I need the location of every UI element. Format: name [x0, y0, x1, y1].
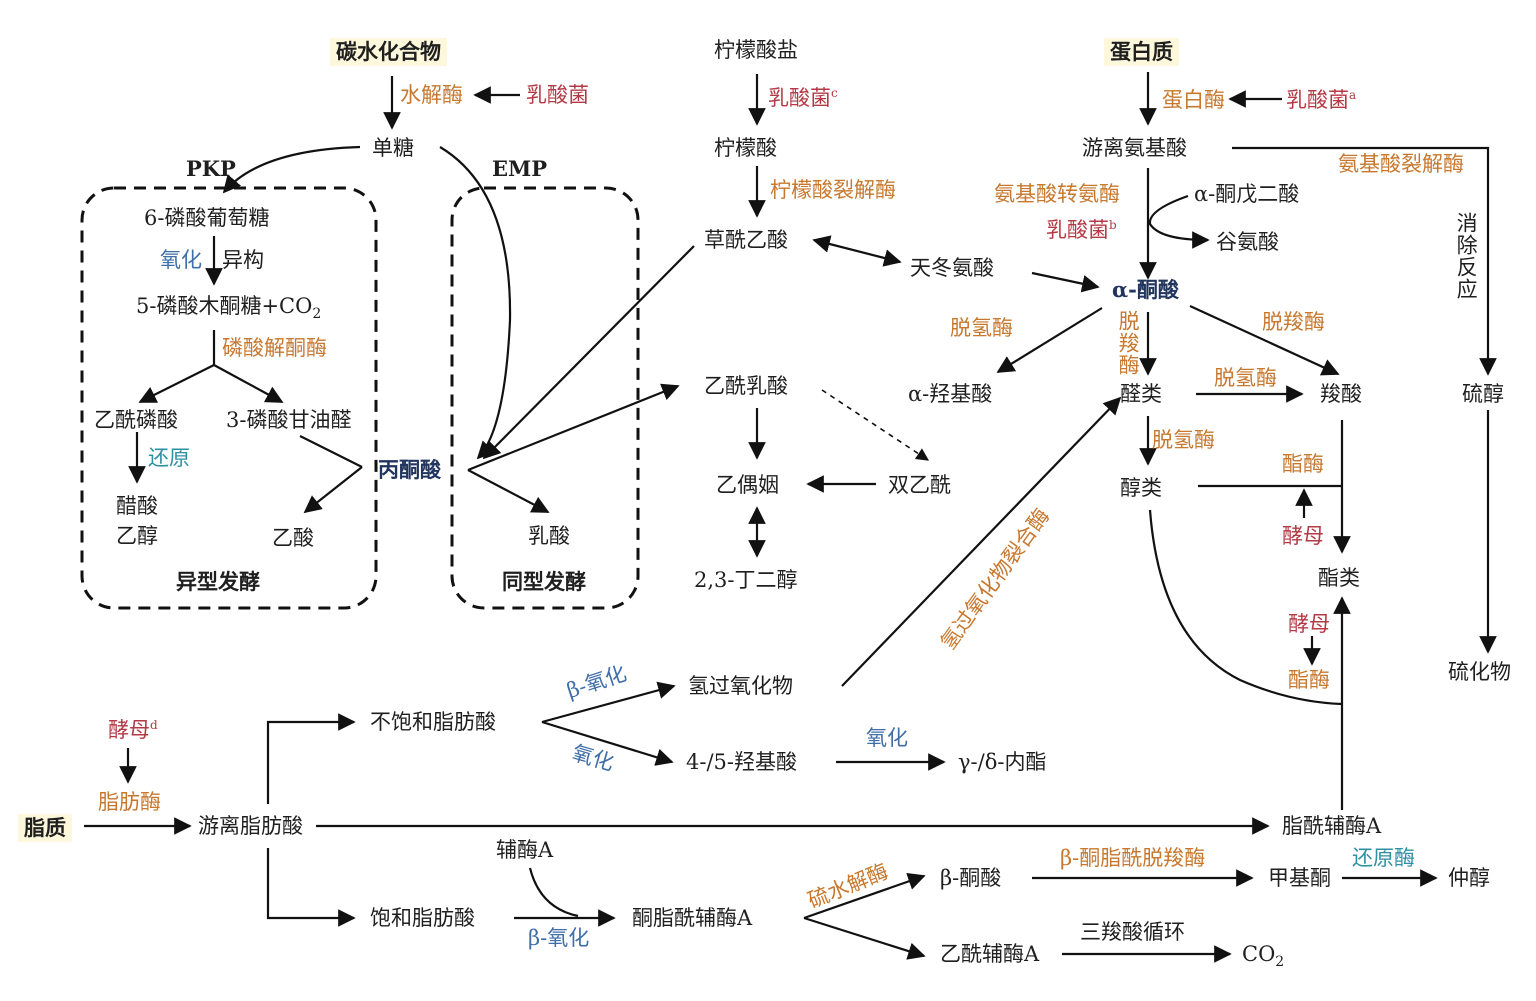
transaminase-label: 氨基酸转氨酶 [994, 182, 1120, 206]
acetic-acid-node-2: 乙酸 [272, 526, 314, 550]
oxidation-label-3: 氧化 [866, 726, 908, 750]
lactic-acid-node: 乳酸 [528, 524, 570, 548]
saturated-fatty-acid-node: 饱和脂肪酸 [370, 906, 475, 930]
xylulose-5-phosphate-node: 5-磷酸木酮糖+CO2 [136, 294, 321, 322]
diacetyl-node: 双乙酰 [888, 473, 951, 497]
carboxylic-acid-node: 羧酸 [1320, 382, 1362, 406]
lab-label-4: 乳酸菌b [1046, 218, 1117, 242]
co2-text: CO [1242, 942, 1276, 966]
esterase-label-2: 酯酶 [1288, 668, 1330, 692]
esterase-label-1: 酯酶 [1282, 452, 1324, 476]
pkp-label: PKP [186, 156, 236, 181]
yeast-d-text: 酵母 [108, 718, 150, 742]
lab-label-1: 乳酸菌 [526, 83, 589, 107]
pyruvate-node: 丙酮酸 [378, 457, 441, 482]
lipase-label: 脂肪酶 [98, 790, 161, 814]
unsaturated-fatty-acid-node: 不饱和脂肪酸 [370, 710, 496, 734]
dehydrogenase-label-3: 脱氢酶 [1152, 428, 1215, 452]
alpha-hydroxy-acid-node: α-羟基酸 [908, 382, 993, 406]
lipid-node: 脂质 [18, 814, 72, 843]
sulfide-node: 硫化物 [1448, 660, 1511, 684]
lab3-text: 乳酸菌 [1286, 88, 1349, 112]
glucose-6-phosphate-node: 6-磷酸葡萄糖 [144, 206, 270, 230]
alpha-keto-acid-node: α-酮酸 [1112, 277, 1179, 302]
co2-node: CO2 [1242, 942, 1284, 970]
phosphoketolase-label: 磷酸解酮酶 [222, 336, 327, 360]
homofermentation-label: 同型发酵 [502, 569, 586, 594]
monosaccharide-node: 单糖 [372, 136, 414, 160]
yeast-label-d: 酵母d [108, 718, 158, 742]
citrate-lyase-label: 柠檬酸裂解酶 [770, 178, 896, 202]
ethanol-node: 乙醇 [116, 524, 158, 548]
ketoacyl-coa-node: 酮脂酰辅酶A [632, 906, 753, 930]
thiol-node: 硫醇 [1462, 382, 1504, 406]
lab3-superscript: a [1349, 88, 1357, 102]
hydroperoxide-node: 氢过氧化物 [688, 674, 793, 698]
oxaloacetate-node: 草酰乙酸 [704, 228, 788, 252]
methyl-ketone-node: 甲基酮 [1268, 866, 1331, 890]
tca-cycle-label: 三羧酸循环 [1080, 920, 1185, 944]
beta-keto-acid-node: β-酮酸 [940, 866, 1002, 890]
isomerization-label: 异构 [222, 248, 264, 272]
acetyl-coa-node: 乙酰辅酶A [940, 942, 1040, 966]
yeast-d-superscript: d [150, 718, 158, 732]
free-amino-acid-node: 游离氨基酸 [1082, 136, 1187, 160]
ketoacyl-decarboxylase-label: β-酮脂酰脱羧酶 [1060, 846, 1206, 870]
butanediol-node: 2,3-丁二醇 [694, 568, 798, 592]
hydroxy-fatty-acid-node: 4-/5-羟基酸 [686, 750, 797, 774]
alpha-ketoglutarate-node: α-酮戊二酸 [1194, 182, 1300, 206]
decarboxylase-label-1: 脱羧酶 [1116, 310, 1141, 376]
decarboxylase-label-2: 脱羧酶 [1262, 310, 1325, 334]
secondary-alcohol-node: 仲醇 [1448, 866, 1490, 890]
elimination-reaction-label: 消除反应 [1454, 212, 1479, 300]
homofermentation-box [450, 186, 640, 610]
lactones-node: γ-/δ-内酯 [958, 750, 1047, 774]
reductase-label: 还原酶 [1352, 846, 1415, 870]
lab2-text: 乳酸菌 [768, 86, 831, 110]
coenzyme-a-node: 辅酶A [496, 838, 554, 862]
beta-oxidation-label-2: β-氧化 [528, 926, 590, 950]
free-fatty-acid-node: 游离脂肪酸 [198, 814, 303, 838]
co2-subscript: 2 [312, 306, 322, 323]
protease-label: 蛋白酶 [1162, 88, 1225, 112]
citrate-salt-node: 柠檬酸盐 [714, 38, 798, 62]
emp-label: EMP [492, 156, 548, 181]
aspartate-node: 天冬氨酸 [910, 256, 994, 280]
dehydrogenase-label-1: 脱氢酶 [950, 316, 1013, 340]
xylulose-text: 5-磷酸木酮糖+CO [136, 294, 313, 318]
lab4-superscript: b [1109, 218, 1117, 232]
amino-acid-lyase-label: 氨基酸裂解酶 [1338, 152, 1464, 176]
lab4-text: 乳酸菌 [1046, 218, 1109, 242]
co2-node-subscript: 2 [1275, 954, 1285, 971]
yeast-label-1: 酵母 [1282, 524, 1324, 548]
acyl-coa-node: 脂酰辅酶A [1282, 814, 1382, 838]
acetyl-phosphate-node: 乙酰磷酸 [94, 408, 178, 432]
reduction-label-1: 还原 [148, 446, 190, 470]
acetolactate-node: 乙酰乳酸 [704, 374, 788, 398]
citric-acid-node: 柠檬酸 [714, 136, 777, 160]
hydrolase-label: 水解酶 [400, 83, 463, 107]
esters-node: 酯类 [1318, 566, 1360, 590]
oxidation-label-1: 氧化 [160, 248, 202, 272]
yeast-label-2: 酵母 [1288, 612, 1330, 636]
glyceraldehyde-3-phosphate-node: 3-磷酸甘油醛 [226, 408, 352, 432]
lab-label-2: 乳酸菌c [768, 86, 838, 110]
protein-node: 蛋白质 [1104, 38, 1179, 67]
glutamate-node: 谷氨酸 [1216, 230, 1279, 254]
carbohydrate-node: 碳水化合物 [330, 38, 447, 67]
lab2-superscript: c [831, 86, 838, 100]
acetic-acid-node-1: 醋酸 [116, 494, 158, 518]
lab-label-3: 乳酸菌a [1286, 88, 1356, 112]
aldehydes-node: 醛类 [1120, 382, 1162, 406]
heterofermentation-label: 异型发酵 [176, 569, 260, 594]
alcohols-node: 醇类 [1120, 476, 1162, 500]
acetoin-node: 乙偶姻 [716, 473, 779, 497]
dehydrogenase-label-2: 脱氢酶 [1214, 366, 1277, 390]
heterofermentation-box [80, 186, 378, 610]
